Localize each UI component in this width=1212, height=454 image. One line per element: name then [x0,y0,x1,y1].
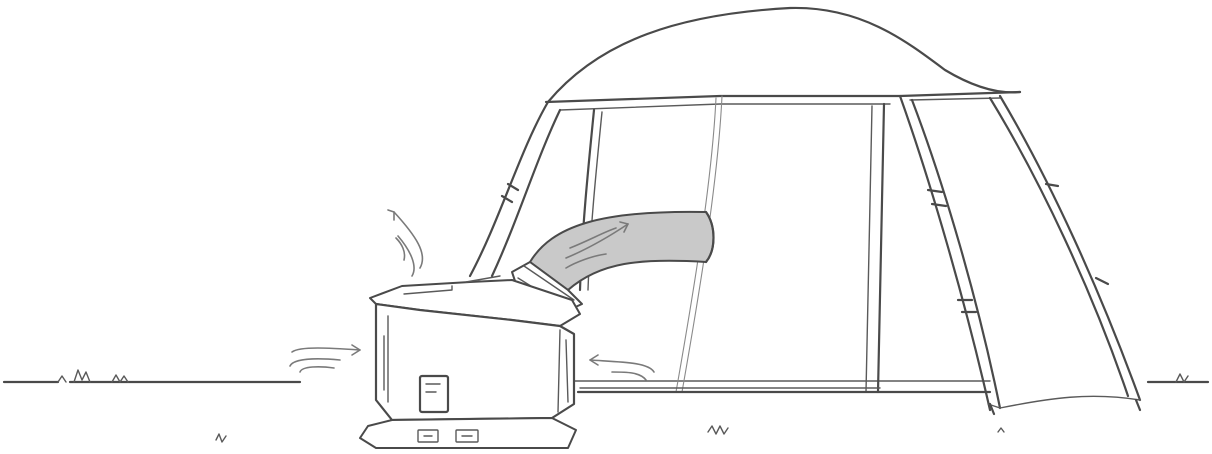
ground-line [4,381,1208,382]
portable-air-conditioner-icon [360,276,580,448]
